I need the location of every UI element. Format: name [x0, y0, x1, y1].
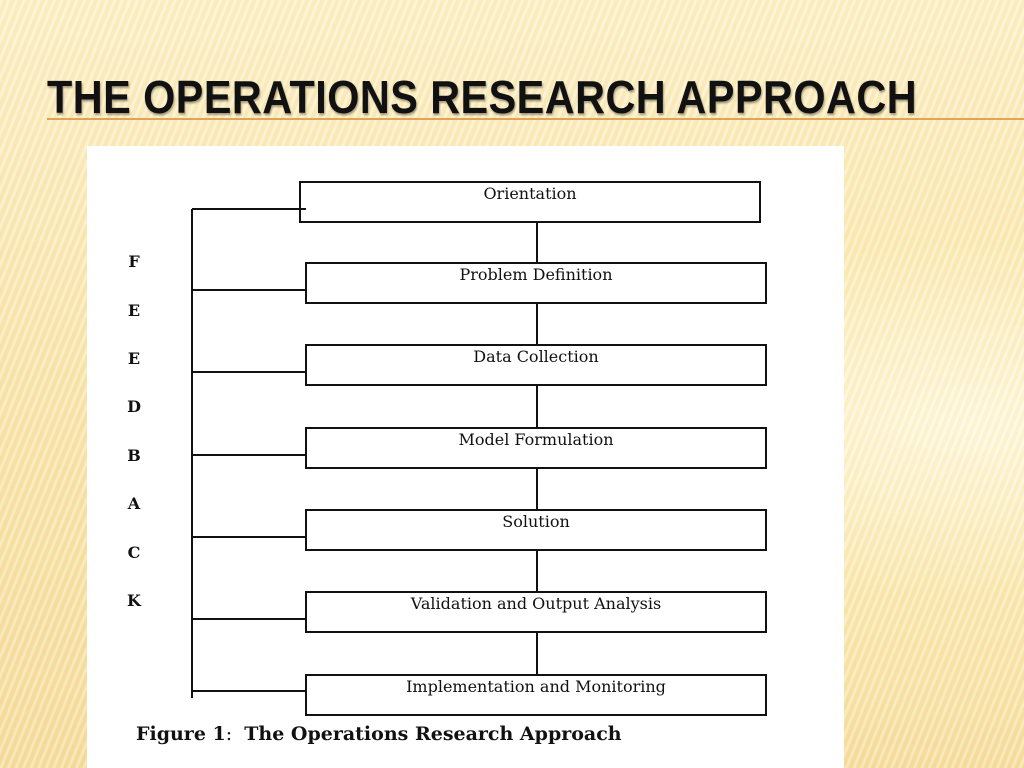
step-label-data-collection: Data Collection	[473, 347, 599, 366]
step-label-solution: Solution	[502, 512, 570, 531]
feedback-letter: E	[127, 301, 141, 320]
step-label-model-formulation: Model Formulation	[458, 430, 614, 449]
figure-caption: Figure 1: The Operations Research Approa…	[136, 723, 622, 745]
feedback-letter: B	[127, 446, 141, 465]
feedback-letter: D	[127, 397, 141, 416]
flowchart-lines	[191, 181, 767, 716]
step-label-validation: Validation and Output Analysis	[410, 594, 662, 613]
step-label-implementation: Implementation and Monitoring	[406, 677, 666, 696]
feedback-letter: C	[127, 543, 141, 562]
feedback-letter: F	[128, 252, 140, 271]
caption-separator: :	[225, 723, 233, 745]
figure-panel: Orientation Problem Definition Data Coll…	[87, 146, 844, 768]
step-label-orientation: Orientation	[483, 184, 577, 203]
caption-text: The Operations Research Approach	[244, 723, 622, 745]
step-box-orientation	[299, 181, 761, 223]
slide-title: THE OPERATIONS RESEARCH APPROACH	[47, 71, 918, 123]
feedback-letter: A	[127, 494, 141, 513]
feedback-letter: K	[127, 591, 141, 610]
title-underline	[47, 118, 1024, 120]
feedback-letter: E	[127, 349, 141, 368]
caption-label: Figure 1	[136, 723, 226, 745]
step-label-problem-definition: Problem Definition	[459, 265, 613, 284]
